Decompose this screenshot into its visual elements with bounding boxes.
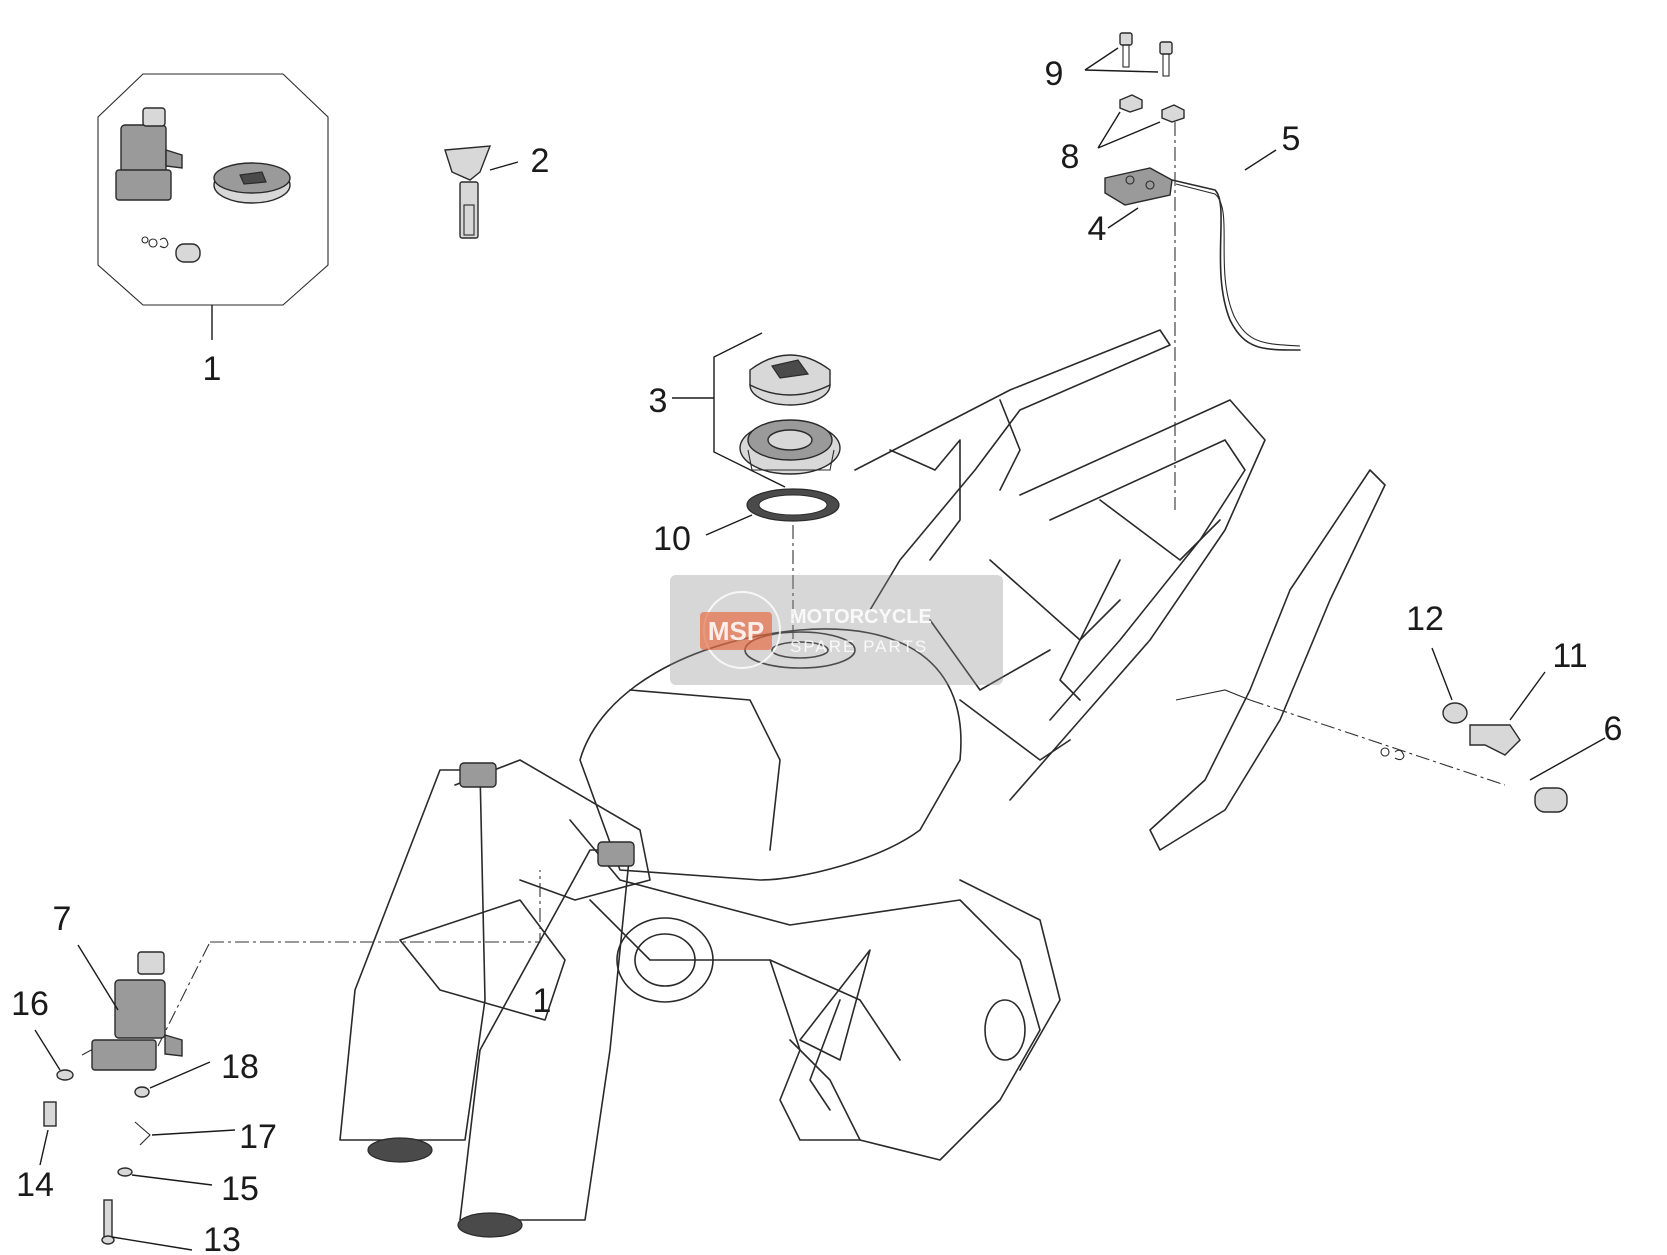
- key-part: [444, 145, 519, 239]
- callout-18: 18: [221, 1048, 259, 1086]
- lock-kit-group: [97, 73, 329, 340]
- seat-lock-group: [1084, 32, 1301, 510]
- callout-16: 16: [11, 985, 49, 1023]
- callout-8: 8: [1061, 138, 1080, 176]
- callout-13: 13: [203, 1221, 241, 1255]
- callout-3: 3: [649, 382, 668, 420]
- callout-11: 11: [1552, 637, 1587, 675]
- watermark-line2: SPARE PARTS: [790, 637, 928, 656]
- watermark-badge: MSP: [708, 616, 764, 646]
- watermark: MSP MOTORCYCLE SPARE PARTS: [670, 575, 1003, 685]
- callout-14: 14: [16, 1166, 54, 1204]
- callout-1: 1: [203, 350, 222, 388]
- kit-fuel-cap: [213, 162, 291, 204]
- callout-12: 12: [1406, 600, 1444, 638]
- callout-7: 7: [53, 900, 72, 938]
- callout-6: 6: [1604, 710, 1623, 748]
- callout-2: 2: [531, 142, 550, 180]
- callout-4: 4: [1088, 210, 1107, 248]
- callout-1-fork: 1: [533, 982, 552, 1020]
- watermark-line1: MOTORCYCLE: [790, 606, 932, 628]
- kit-ignition-switch: [115, 107, 183, 201]
- tail-side-panel: [1149, 469, 1606, 851]
- callout-17: 17: [239, 1118, 277, 1156]
- front-fork: [339, 759, 651, 1238]
- callout-labels: 1 1 2 3 4 5 6 7 8 9 10 11 12 13 14 15 16…: [11, 55, 1622, 1255]
- ignition-switch-group: [34, 870, 541, 1251]
- fuel-cap-assembly: [672, 332, 841, 640]
- callout-15: 15: [221, 1170, 259, 1208]
- motorcycle-frame: [569, 329, 1266, 1161]
- callout-5: 5: [1282, 120, 1301, 158]
- callout-10: 10: [653, 520, 691, 558]
- kit-small-parts: [141, 236, 201, 263]
- callout-9: 9: [1045, 55, 1064, 93]
